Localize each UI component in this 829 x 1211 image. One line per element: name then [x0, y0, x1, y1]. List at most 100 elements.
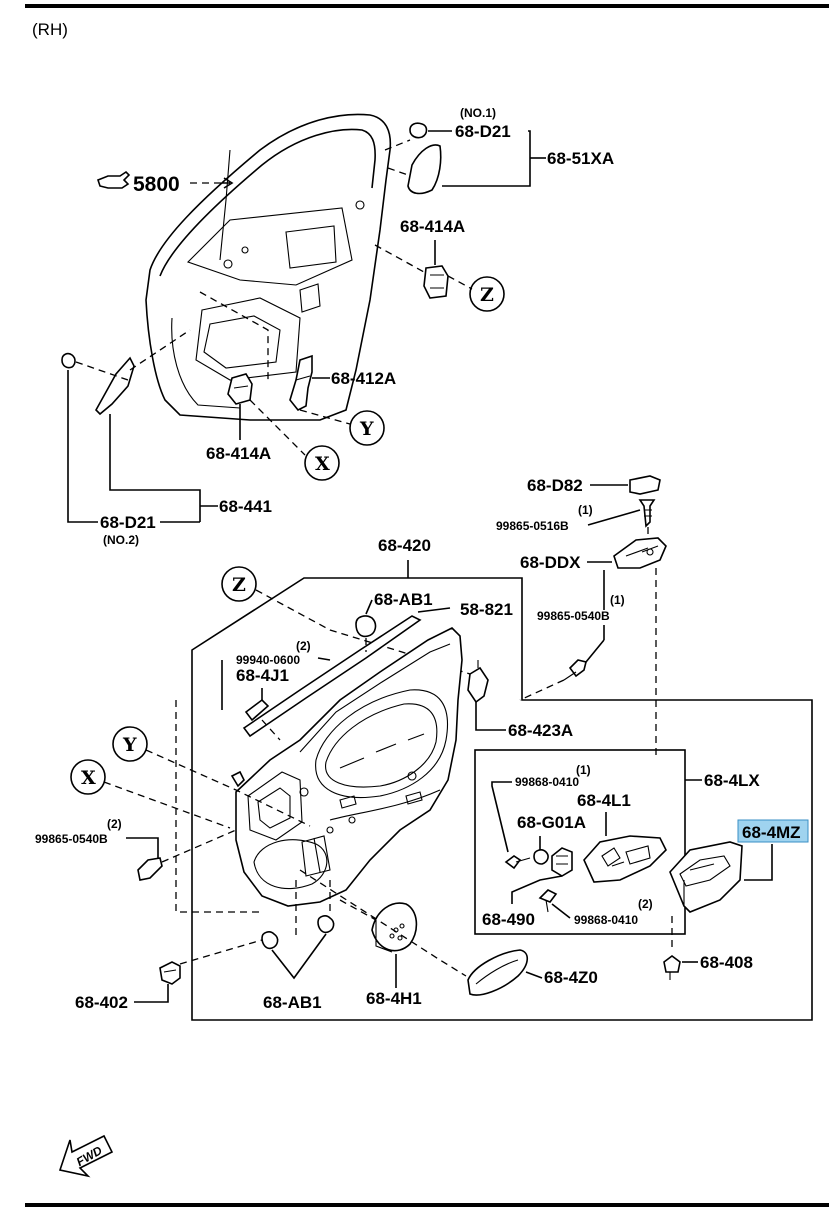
group-68-4j1: (2) 99940-0600 68-4J1 [221, 639, 331, 741]
label-d21-bottom-note: (NO.2) [103, 533, 139, 547]
label-68-408: 68-408 [700, 953, 753, 972]
label-68-4z0: 68-4Z0 [544, 968, 598, 987]
label-68-4lx: 68-4LX [704, 771, 760, 790]
callout-x-upper-text: X [315, 453, 330, 475]
label-0410-bottom-qty: (2) [638, 897, 653, 911]
label-99865-0540b-left: 99865-0540B [35, 832, 108, 846]
label-99865-0516b: 99865-0516B [496, 519, 569, 533]
fwd-label: FWD [74, 1143, 105, 1169]
part-68-408-screw [663, 955, 681, 973]
label-68-d82: 68-D82 [527, 476, 583, 495]
side-label: (RH) [32, 20, 68, 39]
part-68-ab1-clip-a [261, 931, 279, 950]
part-68-ab1-clip-top [355, 615, 377, 638]
group-68-412a: 68-412A Y [289, 354, 396, 446]
group-68-441: 68-441 68-D21 (NO.2) [61, 329, 272, 547]
label-68-4l1: 68-4L1 [577, 791, 631, 810]
group-68-ddx: 68-D82 (1) 99865-0516B 68-DDX (1) 99865-… [496, 475, 667, 760]
group-0540b-left: (2) 99865-0540B [35, 700, 260, 913]
label-0540b-top-qty: (1) [610, 593, 625, 607]
callout-x-lower-text: X [81, 767, 96, 789]
highlight-68-4mz [737, 819, 809, 843]
label-68-414a-top: 68-414A [400, 217, 465, 236]
label-68-4mz: 68-4MZ [742, 823, 801, 842]
part-68-490-switch [551, 847, 573, 877]
part-screw-0410-bottom [538, 889, 558, 903]
group-yx-lower: Y X [70, 726, 311, 829]
group-68-423a: 68-423A [467, 660, 573, 740]
label-68-4j1: 68-4J1 [236, 666, 289, 685]
group-68-414a-lower: 68-414A X [199, 291, 340, 481]
group-58-821: 58-821 68-AB1 [242, 590, 513, 738]
part-68-4h1-cover [371, 902, 418, 952]
part-68-ddx [613, 537, 667, 569]
label-68-423a: 68-423A [508, 721, 573, 740]
reference-5800: 5800 [97, 170, 234, 196]
part-68-414a-upper [423, 265, 449, 299]
callout-z-upper-text: Z [480, 284, 494, 306]
fwd-direction-arrow: FWD [58, 1134, 114, 1178]
part-68-4z0-pull-handle [467, 949, 529, 996]
label-68-ab1-bottom: 68-AB1 [263, 993, 322, 1012]
part-68-414a-lower [227, 373, 253, 405]
part-screw-0540b-top [568, 659, 587, 678]
part-68-412a [289, 354, 313, 412]
part-68-4l1-bezel [583, 835, 667, 883]
group-68-414a-upper: 68-414A Z [374, 217, 505, 312]
label-68-441: 68-441 [219, 497, 272, 516]
label-99868-0410-top: 99868-0410 [515, 775, 579, 789]
callout-y-upper-text: Y [359, 418, 374, 440]
label-0600-qty: (2) [296, 639, 311, 653]
callout-x-upper [304, 445, 340, 481]
part-d21-cap-top [409, 122, 428, 139]
part-screw-0540b-left [137, 857, 163, 881]
label-68-490: 68-490 [482, 910, 535, 929]
fwd-arrow-icon [58, 1134, 114, 1178]
panel-frame [191, 577, 813, 1021]
part-68-51xa-trim [407, 144, 442, 195]
label-68-402: 68-402 [75, 993, 128, 1012]
label-68-d21-top: 68-D21 [455, 122, 511, 141]
label-d21-top-note: (NO.1) [460, 106, 496, 120]
group-68-408: 68-408 [663, 916, 753, 980]
label-68-412a: 68-412A [331, 369, 396, 388]
callout-y-upper [349, 410, 385, 446]
part-68-4mz-bezel [669, 841, 743, 913]
part-68-402 [159, 961, 181, 985]
group-68-51xa: (NO.1) 68-D21 68-51XA [384, 106, 614, 195]
callout-y-lower [112, 726, 148, 762]
part-68-4j1 [244, 698, 270, 722]
group-68-4h1: 68-4H1 [339, 899, 422, 1008]
sub-assembly-box-68-4lx [474, 749, 686, 935]
ref-number-5800: 5800 [133, 173, 180, 196]
label-68-51xa: 68-51XA [547, 149, 614, 168]
pointing-hand-icon [97, 170, 131, 189]
group-68-4z0: 68-4Z0 [299, 869, 598, 996]
part-clip-y [230, 770, 245, 788]
label-0516b-qty: (1) [578, 503, 593, 517]
label-68-g01a: 68-G01A [517, 813, 586, 832]
label-0410-top-qty: (1) [576, 763, 591, 777]
part-68-d82 [629, 475, 661, 495]
part-68-g01a-grommet [533, 849, 549, 865]
label-0540b-left-qty: (2) [107, 817, 122, 831]
callout-y-lower-text: Y [122, 734, 137, 756]
bottom-border [25, 1203, 829, 1207]
door-trim-panel [235, 627, 463, 907]
part-68-423a [467, 666, 489, 704]
label-68-d21-bottom: 68-D21 [100, 513, 156, 532]
label-99865-0540b-top: 99865-0540B [537, 609, 610, 623]
group-68-420: 68-420 [378, 536, 431, 578]
label-99868-0410-bottom: 99868-0410 [574, 913, 638, 927]
part-68-441-trim [95, 356, 135, 416]
door-shell [145, 113, 392, 421]
group-68-4mz: 68-4MZ [669, 819, 809, 913]
callout-z-upper [469, 276, 505, 312]
group-68-ab1-bottom: 68-AB1 [261, 880, 335, 1012]
part-58-821-weatherstrip [242, 615, 422, 738]
group-68-4lx: 68-4LX (1) 99868-0410 68-4L1 68-G01A 68-… [482, 763, 760, 929]
group-68-402: 68-402 [75, 939, 263, 1012]
label-68-414a-bottom: 68-414A [206, 444, 271, 463]
callout-x-lower [70, 759, 106, 795]
